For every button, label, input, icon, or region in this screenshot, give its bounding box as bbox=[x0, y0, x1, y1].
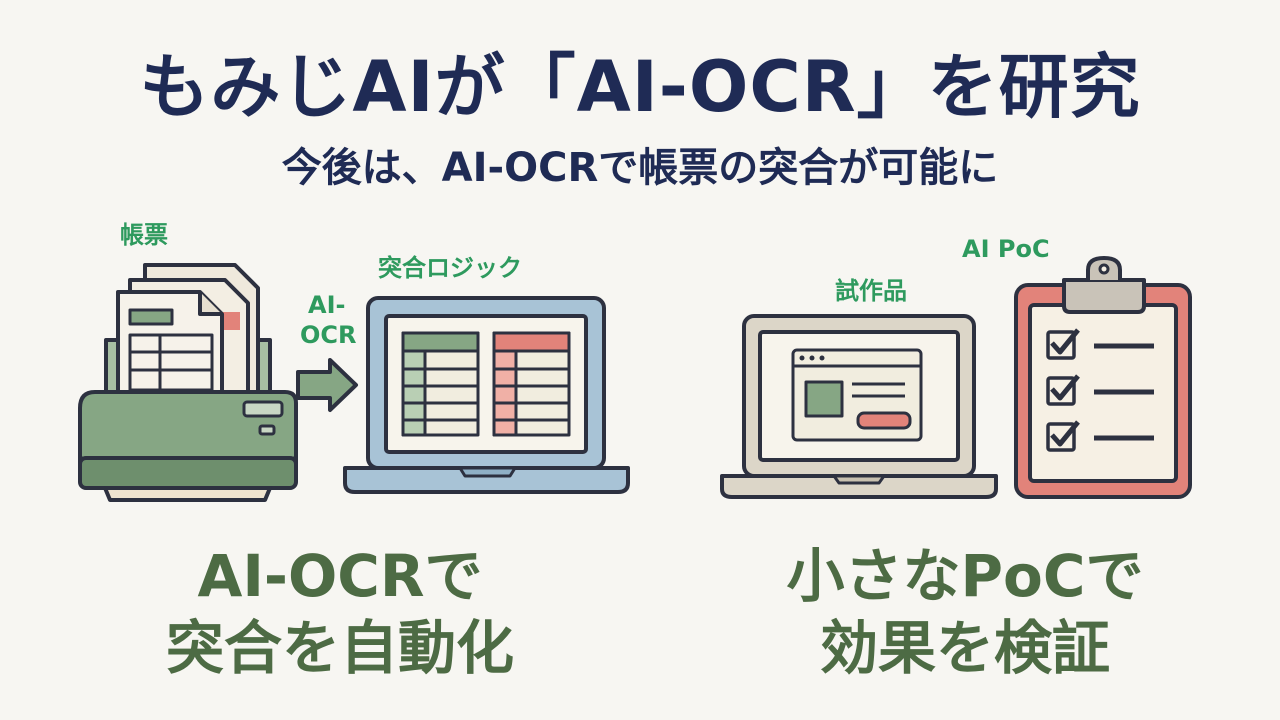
documents-icon bbox=[116, 263, 260, 397]
caption-right: 小さなPoCで 効果を検証 bbox=[745, 540, 1185, 684]
label-prototype: 試作品 bbox=[835, 277, 907, 305]
caption-left: AI-OCRで 突合を自動化 bbox=[120, 540, 560, 684]
caption-right-line2: 効果を検証 bbox=[819, 614, 1110, 682]
laptop-spreadsheet-icon bbox=[343, 296, 630, 494]
clipboard-checklist-icon bbox=[1014, 256, 1192, 499]
arrow-right-icon bbox=[296, 358, 358, 412]
caption-right-line1: 小さなPoCで bbox=[786, 542, 1144, 610]
page-subtitle: 今後は、AI-OCRで帳票の突合が可能に bbox=[281, 145, 999, 191]
label-ai-ocr-line1: AI- bbox=[308, 291, 346, 319]
label-ai-ocr-line2: OCR bbox=[300, 321, 357, 349]
scanner-icon bbox=[78, 338, 298, 502]
label-ai-poc: AI PoC bbox=[962, 235, 1050, 263]
label-form: 帳票 bbox=[120, 221, 168, 249]
label-matching-logic: 突合ロジック bbox=[378, 254, 522, 282]
caption-left-line1: AI-OCRで bbox=[197, 542, 483, 610]
laptop-app-icon bbox=[720, 314, 998, 499]
caption-left-line2: 突合を自動化 bbox=[165, 614, 514, 682]
page-title: もみじAIが「AI-OCR」を研究 bbox=[139, 46, 1141, 128]
